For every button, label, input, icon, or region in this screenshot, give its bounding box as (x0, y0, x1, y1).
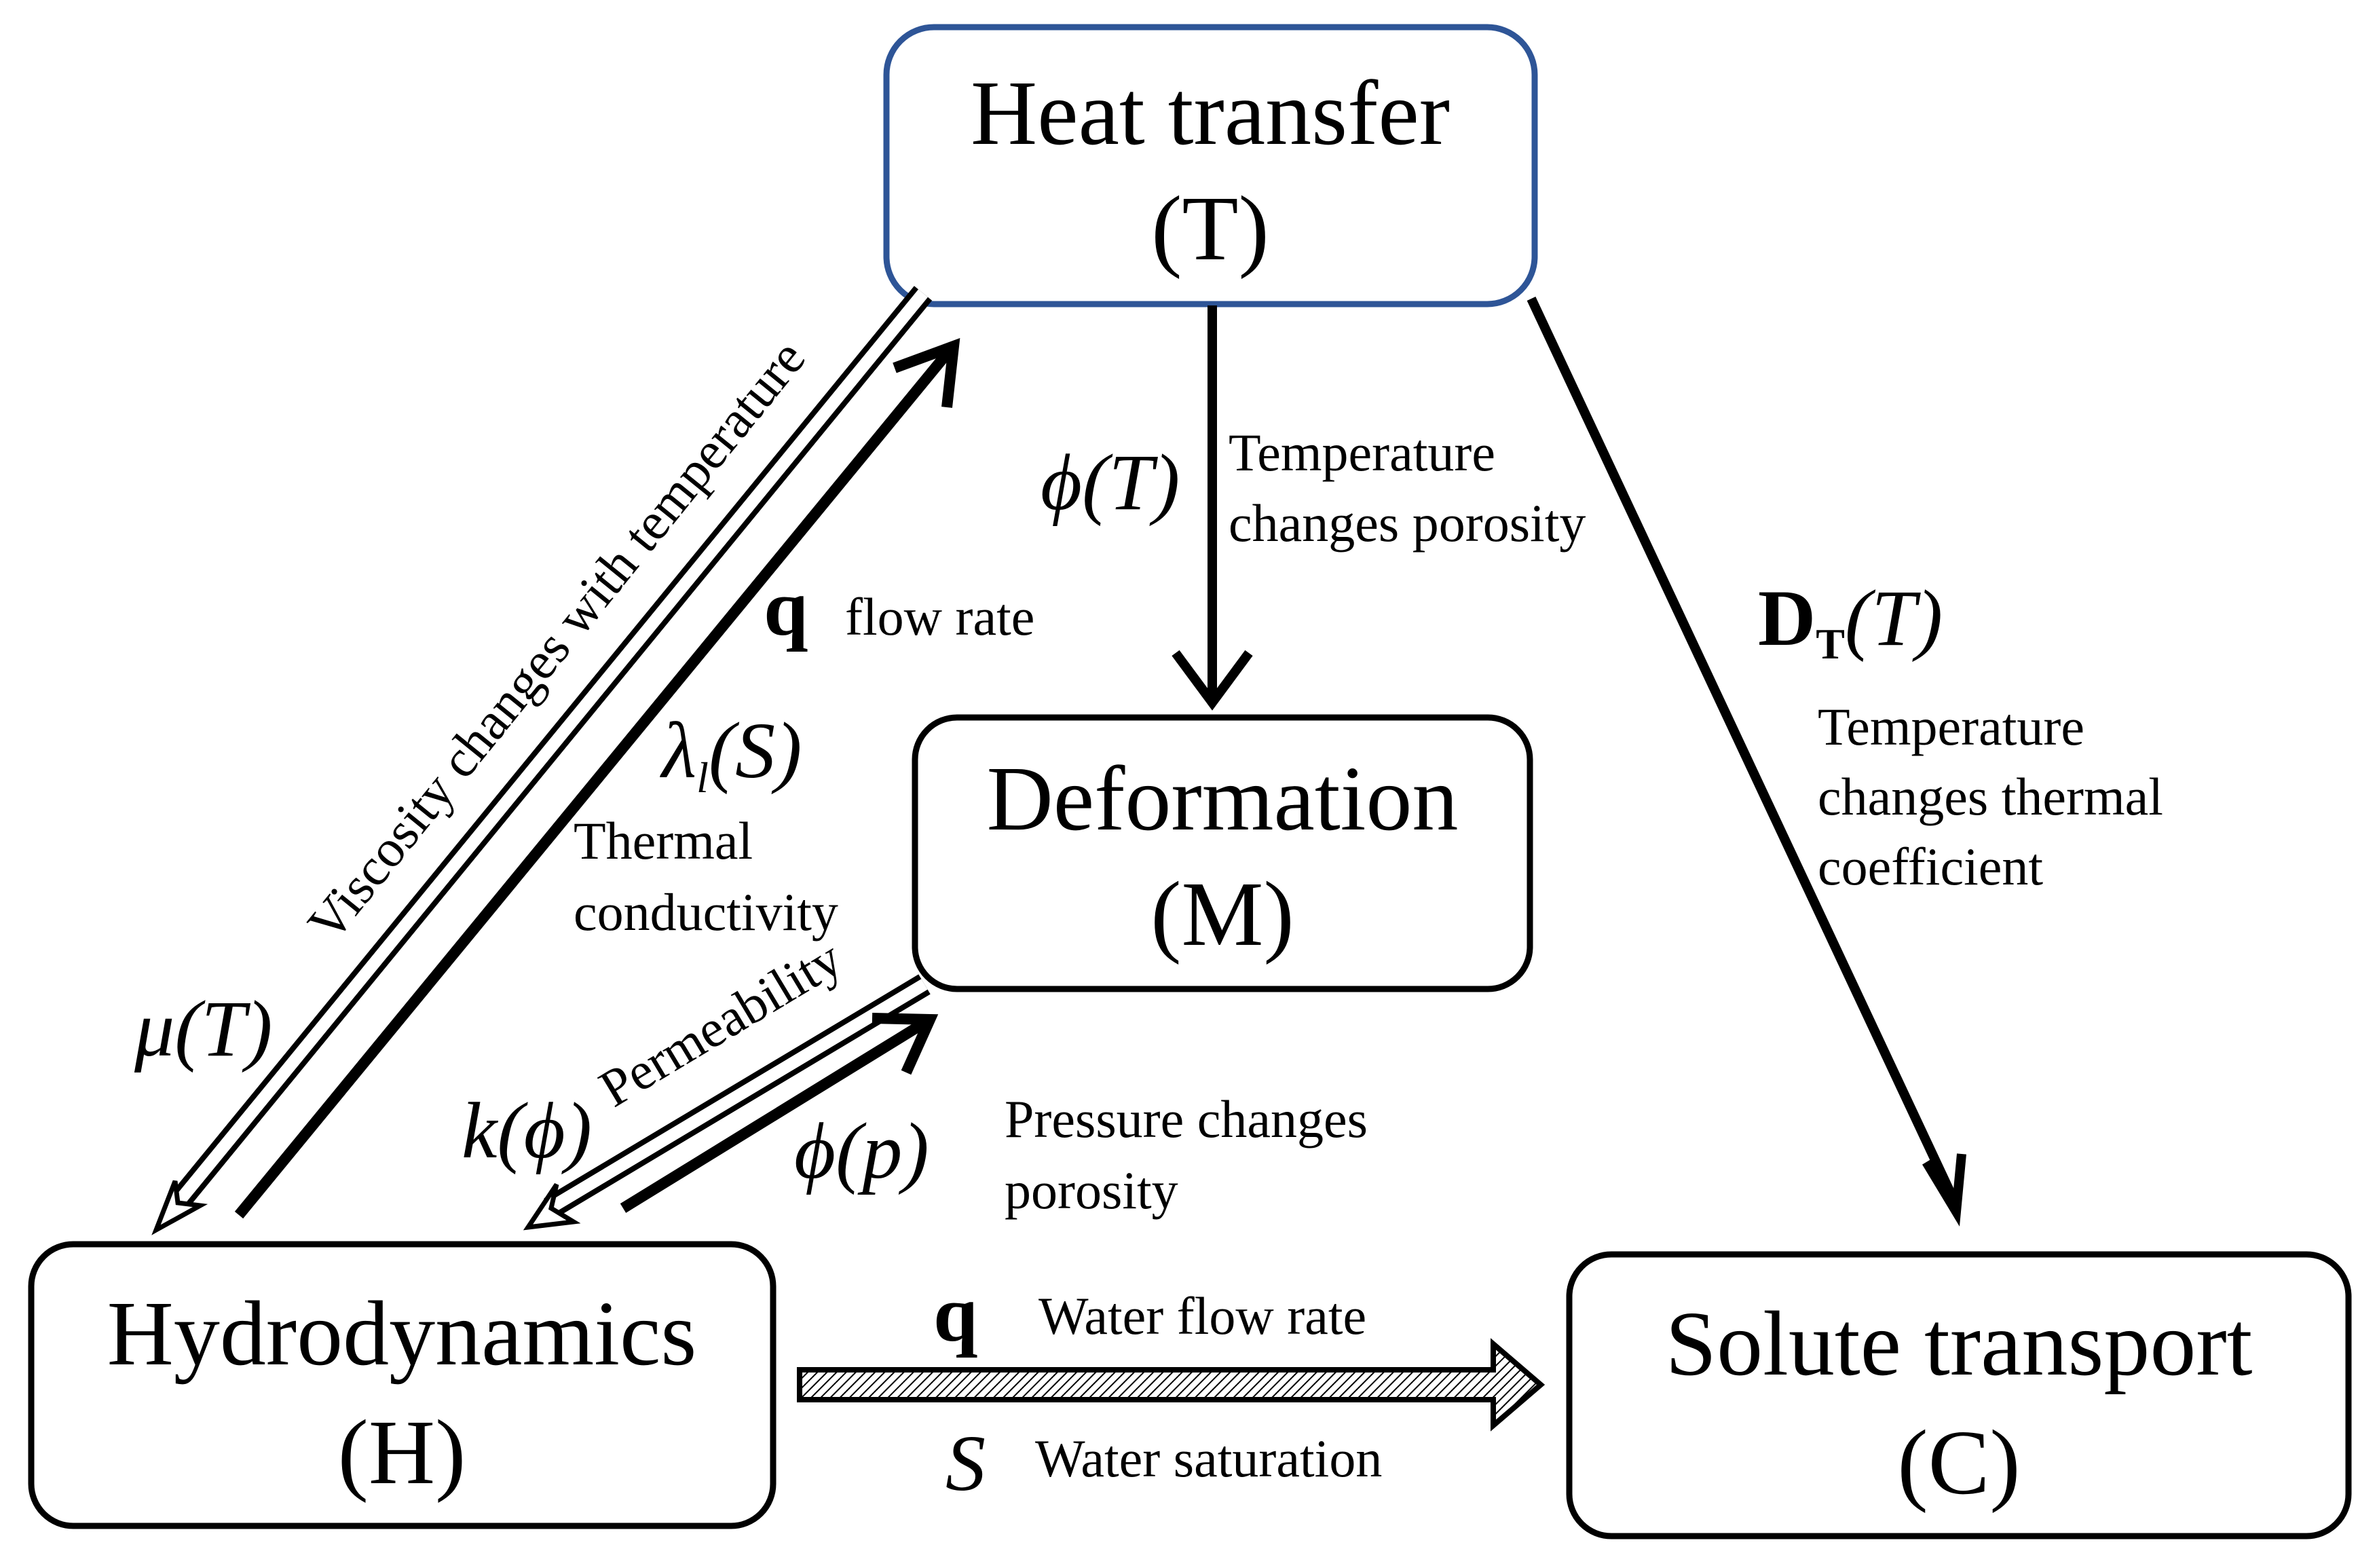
label-q-flow: q (764, 563, 808, 652)
label-q-water: q (933, 1269, 978, 1358)
node-deformation-code: (M) (1150, 863, 1294, 965)
label-water-flow-rate: Water flow rate (1038, 1286, 1366, 1345)
node-hydrodynamics-title: Hydrodynamics (107, 1283, 697, 1385)
label-phi-T: ϕ(T) (1041, 438, 1180, 527)
node-heat-transfer-box (883, 24, 1538, 307)
node-hydrodynamics-code: (H) (338, 1402, 466, 1504)
label-temp-changes-thermal-1: Temperature (1818, 697, 2084, 756)
label-flow-rate: flow rate (845, 587, 1034, 646)
node-heat-transfer-code: (T) (1151, 178, 1269, 280)
label-DT-symbol: DT(T) (1758, 574, 1943, 668)
label-phi-p: ϕ(p) (794, 1106, 929, 1195)
label-mu-T: μ(T) (134, 984, 272, 1073)
node-deformation-title: Deformation (987, 748, 1459, 850)
label-pressure-changes-2: porosity (1005, 1161, 1178, 1220)
arrow-hydro-to-heat (234, 338, 960, 1219)
arrow-deformation-to-hydro (523, 974, 931, 1231)
node-solute-transport-code: (C) (1897, 1412, 2020, 1514)
arrow-heat-to-solute (1527, 297, 1966, 1227)
arrow-heat-to-hydro (151, 286, 933, 1235)
node-hydrodynamics-box (28, 1241, 776, 1529)
label-temp-changes-porosity-2: changes porosity (1229, 493, 1586, 553)
arrow-heat-to-deformation (1172, 305, 1253, 711)
node-solute-transport-title: Solute transport (1665, 1293, 2252, 1395)
label-water-saturation: Water saturation (1035, 1429, 1382, 1488)
label-temp-changes-porosity-1: Temperature (1229, 423, 1495, 482)
label-lambda-S: λl(S) (660, 706, 802, 802)
label-k-phi: k(ϕ) (462, 1086, 592, 1175)
node-solute-transport: Solute transport (C) (1566, 1251, 2352, 1539)
label-temp-changes-thermal-3: coefficient (1818, 837, 2043, 896)
label-temp-changes-thermal-2: changes thermal (1818, 767, 2163, 826)
node-deformation-box (912, 714, 1533, 992)
node-solute-transport-box (1566, 1251, 2352, 1539)
arrow-hydro-to-solute (797, 1338, 1546, 1432)
node-deformation: Deformation (M) (912, 714, 1533, 992)
arrow-hydro-to-deformation (620, 1013, 939, 1213)
label-thermal-conductivity-2: conductivity (574, 882, 838, 941)
node-heat-transfer-title: Heat transfer (971, 62, 1450, 164)
node-hydrodynamics: Hydrodynamics (H) (28, 1241, 776, 1529)
label-pressure-changes-1: Pressure changes (1005, 1089, 1368, 1149)
node-heat-transfer: Heat transfer (T) (883, 24, 1538, 307)
label-S-symbol: S (946, 1419, 986, 1508)
label-thermal-conductivity-1: Thermal (574, 811, 753, 870)
